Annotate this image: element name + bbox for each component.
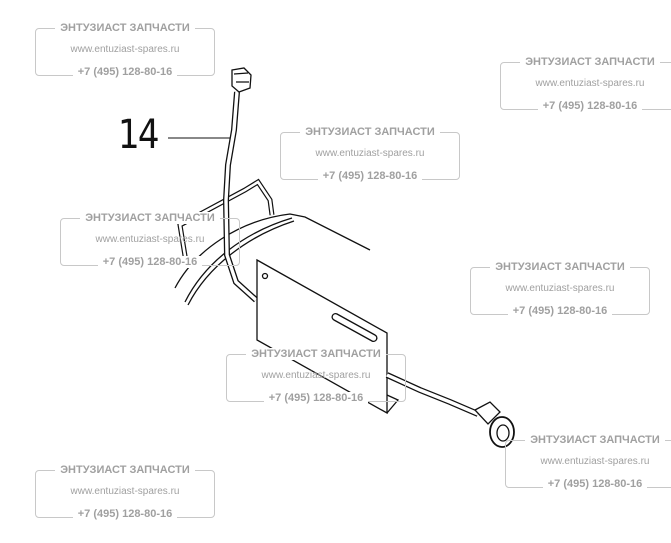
- watermark-website: www.entuziast-spares.ru: [505, 283, 615, 294]
- watermark-company: ЭНТУЗИАСТ ЗАПЧАСТИ: [490, 261, 630, 273]
- bracket-slot: [331, 313, 378, 342]
- watermark-phone: +7 (495) 128-80-16: [97, 256, 203, 268]
- hose-lower: [385, 372, 480, 417]
- watermark-website: www.entuziast-spares.ru: [535, 78, 645, 89]
- watermark-stamp: ЭНТУЗИАСТ ЗАПЧАСТИ www.entuziast-spares.r…: [505, 434, 671, 490]
- u-bend-pipe: [177, 178, 275, 263]
- watermark-company: ЭНТУЗИАСТ ЗАПЧАСТИ: [525, 434, 665, 446]
- watermark-stamp: ЭНТУЗИАСТ ЗАПЧАСТИ www.entuziast-spares.r…: [60, 212, 240, 268]
- watermark-phone: +7 (495) 128-80-16: [263, 392, 369, 404]
- watermark-company: ЭНТУЗИАСТ ЗАПЧАСТИ: [300, 126, 440, 138]
- watermark-company: ЭНТУЗИАСТ ЗАПЧАСТИ: [55, 22, 195, 34]
- watermark-website: www.entuziast-spares.ru: [70, 44, 180, 55]
- bracket-tab: [386, 394, 400, 414]
- watermark-stamp: ЭНТУЗИАСТ ЗАПЧАСТИ www.entuziast-spares.r…: [470, 261, 650, 317]
- watermark-phone: +7 (495) 128-80-16: [317, 170, 423, 182]
- watermark-company: ЭНТУЗИАСТ ЗАПЧАСТИ: [80, 212, 220, 224]
- watermark-website: www.entuziast-spares.ru: [95, 234, 205, 245]
- watermark-company: ЭНТУЗИАСТ ЗАПЧАСТИ: [55, 464, 195, 476]
- hose-upper: [222, 91, 259, 303]
- watermark-phone: +7 (495) 128-80-16: [537, 100, 643, 112]
- watermark-stamp: ЭНТУЗИАСТ ЗАПЧАСТИ www.entuziast-spares.r…: [500, 56, 671, 112]
- watermark-phone: +7 (495) 128-80-16: [507, 305, 613, 317]
- watermark-phone: +7 (495) 128-80-16: [72, 66, 178, 78]
- watermark-phone: +7 (495) 128-80-16: [72, 508, 178, 520]
- watermark-stamp: ЭНТУЗИАСТ ЗАПЧАСТИ www.entuziast-spares.r…: [35, 464, 215, 520]
- watermark-stamp: ЭНТУЗИАСТ ЗАПЧАСТИ www.entuziast-spares.r…: [226, 348, 406, 404]
- watermark-company: ЭНТУЗИАСТ ЗАПЧАСТИ: [520, 56, 660, 68]
- callout-label: 14: [118, 112, 160, 158]
- watermark-website: www.entuziast-spares.ru: [540, 456, 650, 467]
- watermark-website: www.entuziast-spares.ru: [315, 148, 425, 159]
- bracket-hole: [261, 272, 269, 280]
- watermark-website: www.entuziast-spares.ru: [70, 486, 180, 497]
- watermark-website: www.entuziast-spares.ru: [261, 370, 371, 381]
- watermark-stamp: ЭНТУЗИАСТ ЗАПЧАСТИ www.entuziast-spares.r…: [35, 22, 215, 78]
- watermark-stamp: ЭНТУЗИАСТ ЗАПЧАСТИ www.entuziast-spares.r…: [280, 126, 460, 182]
- watermark-phone: +7 (495) 128-80-16: [542, 478, 648, 490]
- hose-nut-top: [231, 67, 252, 93]
- hose-fitting-bottom: [473, 401, 515, 448]
- watermark-company: ЭНТУЗИАСТ ЗАПЧАСТИ: [246, 348, 386, 360]
